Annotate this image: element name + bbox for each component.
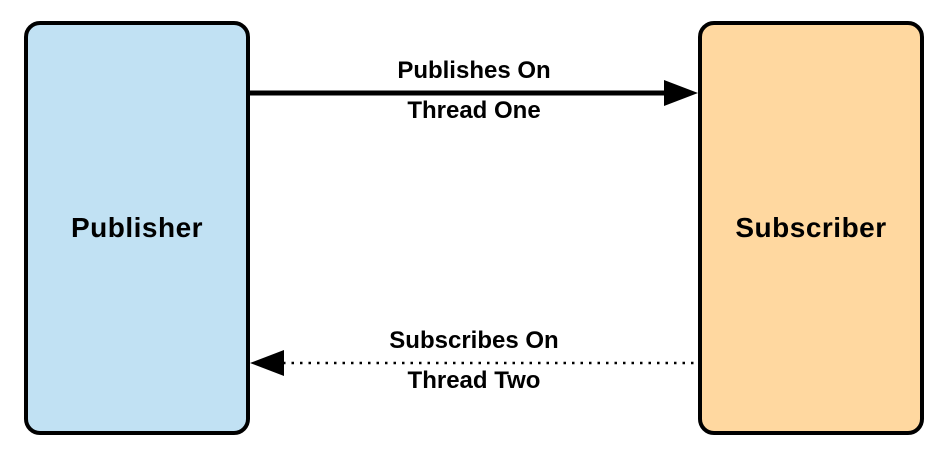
subscribe-arrow-label-line1: Subscribes On xyxy=(389,327,559,354)
publish-arrow-label-line1: Publishes On xyxy=(397,57,551,84)
publisher-node-label: Publisher xyxy=(70,212,204,243)
subscribe-arrow-label-line2: Thread Two xyxy=(407,367,541,394)
subscriber-node: Subscriber xyxy=(698,21,924,435)
subscriber-node-label: Subscriber xyxy=(735,212,887,243)
publish-arrow-label-line2: Thread One xyxy=(407,97,541,124)
publisher-node: Publisher xyxy=(24,21,250,435)
